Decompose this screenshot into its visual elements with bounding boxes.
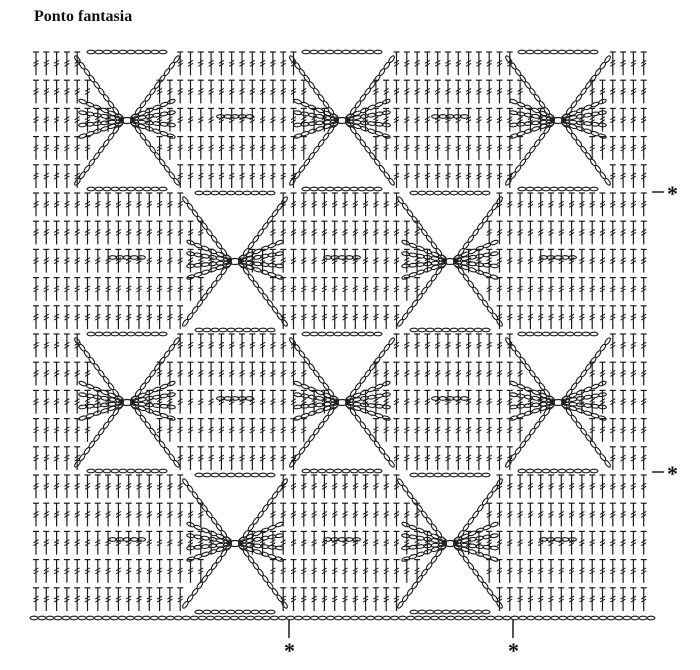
chain-layer: [29, 49, 664, 638]
treble-stitches: [33, 51, 647, 611]
foundation-chain: [29, 615, 656, 621]
bow-tie-chains: [74, 49, 611, 615]
diagram-title: Ponto fantasia: [34, 8, 133, 25]
row-marker-1: *: [667, 181, 678, 206]
marker-ticks: [288, 191, 664, 638]
stitch-layer: [33, 51, 647, 611]
window-chains: [108, 114, 577, 542]
row-marker-2: *: [667, 461, 678, 486]
marker-layer: * * * *: [284, 181, 678, 663]
bottom-marker-1: *: [284, 638, 295, 663]
bottom-marker-2: *: [508, 638, 519, 663]
